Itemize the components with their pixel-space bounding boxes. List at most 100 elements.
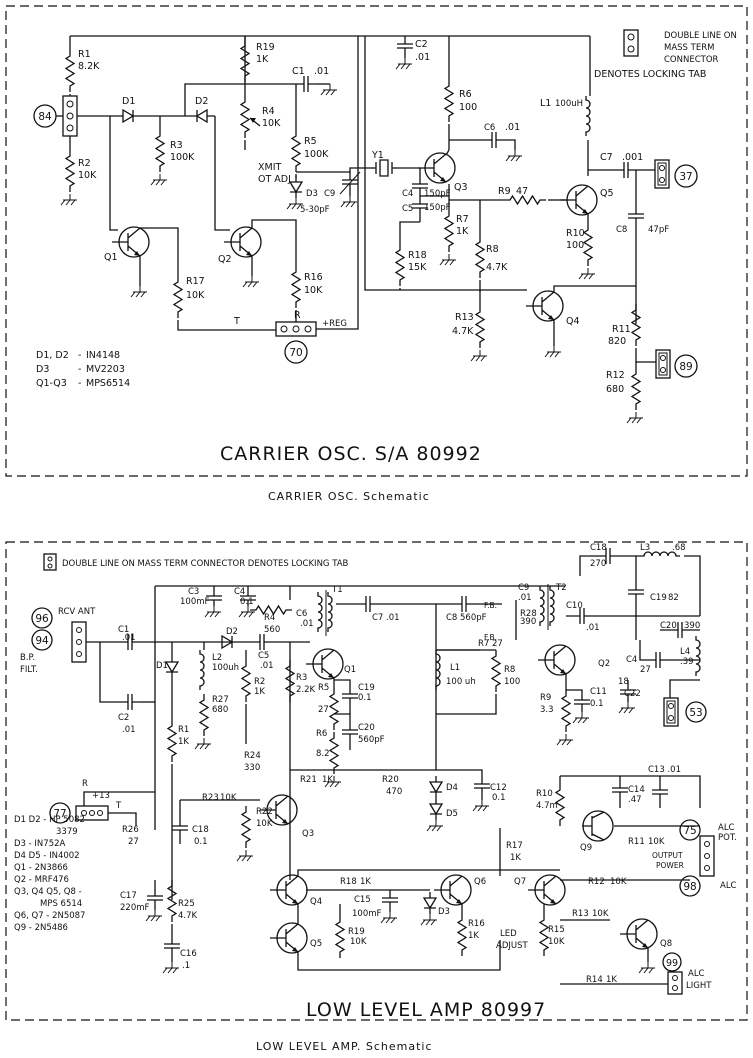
- svg-text:100K: 100K: [170, 152, 195, 163]
- svg-text:C9: C9: [518, 583, 529, 593]
- svg-text:R9: R9: [540, 693, 551, 703]
- svg-text:R18: R18: [408, 250, 427, 261]
- capacitor-c2: C2 .01: [395, 36, 430, 70]
- transistor-q6-bottom: Q6: [433, 874, 486, 906]
- svg-text:96: 96: [35, 613, 49, 625]
- svg-text:R17: R17: [186, 276, 205, 287]
- svg-text:0.1: 0.1: [240, 597, 254, 607]
- svg-text:D1 D2 - HP 5082-: D1 D2 - HP 5082-: [14, 815, 88, 825]
- svg-text:L3: L3: [640, 543, 650, 553]
- resistor-r5: R5 100K: [291, 84, 329, 178]
- svg-text:.01: .01: [300, 619, 314, 629]
- svg-text:R16: R16: [468, 919, 485, 929]
- svg-text:27: 27: [318, 705, 329, 715]
- svg-text:560pF: 560pF: [358, 735, 385, 745]
- svg-text:470: 470: [386, 787, 402, 797]
- capacitor-c4-filter: C4 27: [626, 640, 700, 675]
- svg-text:C13 .01: C13 .01: [648, 765, 681, 775]
- svg-text:D3: D3: [36, 364, 49, 375]
- svg-text:Q2 - MRF476: Q2 - MRF476: [14, 875, 69, 885]
- svg-text:DOUBLE LINE ON MASS TERM CONNE: DOUBLE LINE ON MASS TERM CONNECTOR DENOT…: [62, 559, 349, 569]
- capacitor-c15-bottom: C15 100mF: [352, 890, 398, 924]
- diode-d1: D1: [114, 96, 142, 123]
- svg-text:10K: 10K: [350, 937, 367, 947]
- connector-99[interactable]: 99 ALC LIGHT: [662, 952, 712, 995]
- svg-text:270: 270: [590, 559, 606, 569]
- capacitor-c7-bottom: C7 .01: [336, 596, 436, 623]
- svg-text:MASS TERM: MASS TERM: [664, 43, 714, 53]
- crystal-y1: Y1: [371, 150, 420, 177]
- svg-text:1K: 1K: [322, 775, 333, 785]
- svg-text:-: -: [78, 378, 81, 389]
- connector-37[interactable]: 37: [654, 159, 698, 189]
- svg-text:C2: C2: [415, 39, 428, 50]
- svg-text:4.7m: 4.7m: [536, 801, 558, 811]
- svg-text:T: T: [115, 801, 122, 811]
- svg-text:53: 53: [689, 707, 702, 719]
- svg-text:Q5: Q5: [600, 188, 614, 199]
- svg-text:.39: .39: [680, 657, 694, 667]
- svg-text:LED: LED: [500, 929, 517, 939]
- resistor-r11-bottom: R11 10K OUTPUT POWER: [614, 825, 700, 870]
- svg-text:.01: .01: [314, 66, 329, 77]
- trimmer-capacitor-c9[interactable]: C9 5-30pF: [300, 171, 361, 215]
- resistor-r5-bottom: R5 27: [318, 683, 339, 731]
- connector-84[interactable]: 84: [33, 95, 78, 137]
- resistor-r28-bottom: R28 390 F.B. F.B.: [484, 600, 537, 642]
- svg-text:560pF: 560pF: [460, 613, 487, 623]
- svg-text:100 uh: 100 uh: [446, 677, 476, 687]
- svg-text:R5: R5: [304, 136, 317, 147]
- svg-text:Q5: Q5: [310, 939, 322, 949]
- transistor-q5-bottom: Q5: [269, 922, 322, 954]
- resistor-r6-bottom: R6 8.2: [316, 729, 342, 788]
- svg-text:F.B.: F.B.: [484, 633, 497, 642]
- svg-text:C1: C1: [118, 625, 129, 635]
- svg-text:10K: 10K: [256, 819, 273, 829]
- svg-text:70: 70: [289, 347, 302, 359]
- connector-96-94[interactable]: 96 94 RCV ANT B.P. FILT.: [20, 607, 96, 675]
- resistor-r9: R9 47: [449, 186, 560, 205]
- inductor-l3: L3 .68: [639, 543, 701, 616]
- svg-text:D2: D2: [226, 627, 238, 637]
- transistor-q2-bottom: Q2: [537, 644, 610, 690]
- svg-text:0.1: 0.1: [590, 699, 604, 709]
- connector-75-98[interactable]: 75 98 ALC POT. ALC: [679, 819, 737, 897]
- connector-70[interactable]: T R +REG 70: [233, 36, 359, 364]
- transistor-q1: Q1: [104, 226, 179, 298]
- top-caption: CARRIER OSC. Schematic: [268, 490, 430, 503]
- svg-text:R3: R3: [296, 673, 307, 683]
- connector-89[interactable]: 89: [655, 349, 698, 379]
- connector-77[interactable]: 77 R +13 T: [49, 779, 155, 826]
- svg-text:100mF: 100mF: [352, 909, 382, 919]
- svg-text:R5: R5: [318, 683, 329, 693]
- svg-text:Q1: Q1: [104, 252, 118, 263]
- top-border: [5, 5, 748, 477]
- connector-53[interactable]: 53: [663, 697, 707, 727]
- transistor-q9-bottom: Q9: [580, 810, 614, 853]
- svg-text:100uH: 100uH: [555, 99, 583, 109]
- svg-text:R21: R21: [300, 775, 317, 785]
- capacitor-c18-filter: C18 270: [579, 543, 640, 576]
- led-adjust-r15[interactable]: R15 10K LED ADJUST: [496, 904, 565, 957]
- svg-text:DENOTES LOCKING TAB: DENOTES LOCKING TAB: [594, 69, 706, 80]
- svg-text:T: T: [233, 316, 240, 327]
- svg-text:8.2K: 8.2K: [78, 61, 100, 72]
- svg-text:R27: R27: [212, 695, 229, 705]
- svg-text:Q4: Q4: [310, 897, 322, 907]
- svg-text:1K: 1K: [468, 931, 479, 941]
- parts-legend: D1, D2 - IN4148 D3 - MV2203 Q1-Q3 - MPS6…: [36, 350, 130, 389]
- svg-text:R4: R4: [262, 106, 275, 117]
- svg-text:4.7K: 4.7K: [486, 262, 508, 273]
- svg-text:100K: 100K: [304, 149, 329, 160]
- svg-text:.1: .1: [182, 961, 190, 971]
- resistor-r3-bottom: R3 2.2K: [285, 659, 316, 703]
- inductor-l4: L4 .39: [680, 635, 701, 677]
- svg-text:1K: 1K: [456, 226, 469, 237]
- potentiometer-r4[interactable]: R4 10K XMIT OT ADJ: [240, 95, 291, 185]
- diode-d5-bottom: D5: [426, 797, 458, 832]
- svg-text:R20: R20: [382, 775, 399, 785]
- transformer-t2: T2: [539, 583, 567, 630]
- svg-text:4.7K: 4.7K: [178, 911, 198, 921]
- svg-text:Q2: Q2: [218, 254, 232, 265]
- svg-text:.01: .01: [415, 52, 430, 63]
